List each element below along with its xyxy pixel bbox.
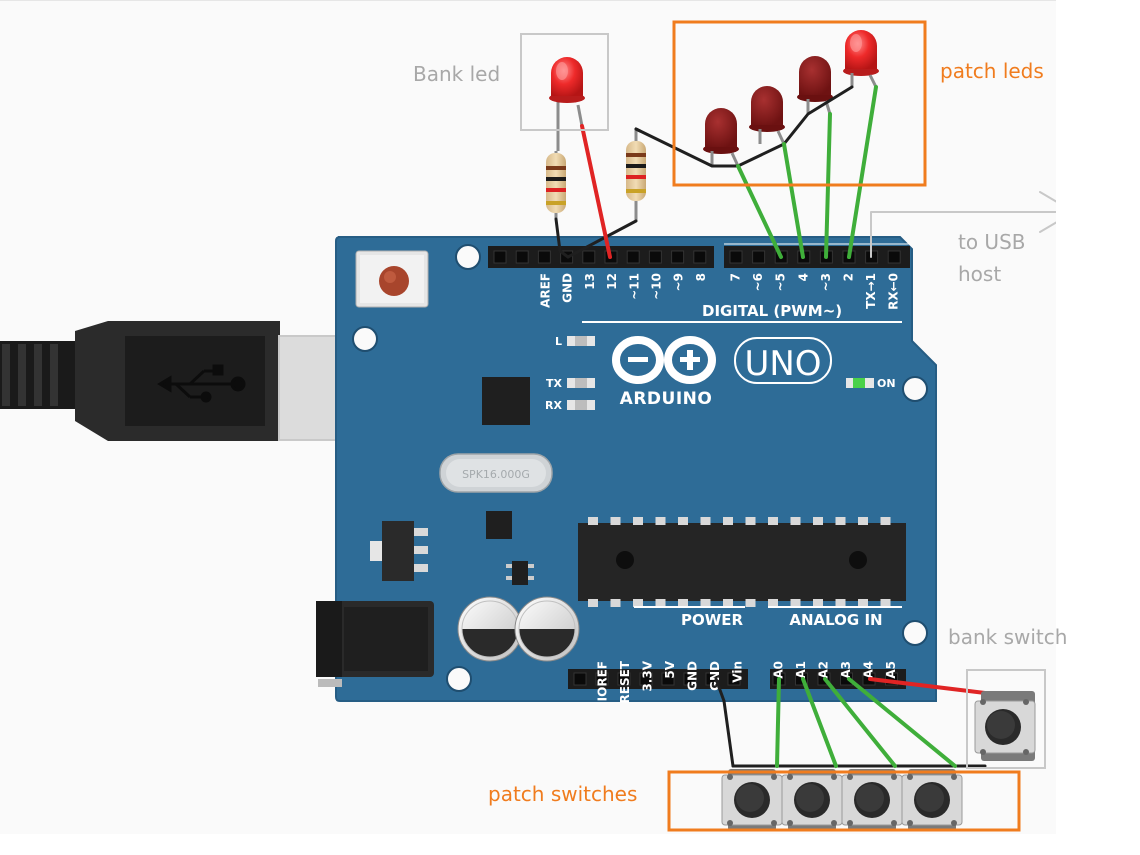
digital-pin-label: 13 [583,273,597,290]
capacitor [457,596,523,662]
digital-pin-label: GND [561,273,575,303]
led-label-rx: RX [545,399,562,412]
patch-led[interactable] [843,30,879,88]
onboard-leds: L TX RX ON [545,335,896,412]
patch-led[interactable] [797,56,833,115]
patch-leds-annotation: patch leds [940,59,1044,83]
mounting-hole [352,326,378,352]
voltage-regulator [370,521,428,581]
bank-switch-annotation: bank switch [948,625,1068,649]
digital-pin-label: 7 [729,273,743,281]
patch-led[interactable] [703,108,740,167]
small-chip [486,511,512,539]
analog-pin-label: A2 [817,661,831,679]
digital-pin-label: ~11 [627,273,641,300]
bank-led-box [520,33,609,131]
digital-pin-label: TX→1 [864,273,878,309]
reset-button[interactable] [355,250,429,308]
digital-pin-label: ~9 [672,273,686,291]
bank-led-annotation: Bank led [413,62,501,86]
infinity-logo-icon [612,336,716,384]
power-pin-label: 3.3V [641,660,655,691]
analog-pin-labels: A0 A1 A2 A3 A4 A5 [772,661,899,679]
crystal-oscillator: SPK16.000G [439,453,553,493]
transistor [506,561,534,585]
bank-switch[interactable] [974,691,1036,761]
diagram-canvas: SPK16.000G L TX RX [0,0,1075,832]
power-pin-label: GND [686,661,700,691]
patch-switches-annotation: patch switches [488,782,638,806]
usb-controller-chip [482,377,530,425]
digital-pin-label: 8 [694,273,708,281]
resistor [546,151,566,219]
patch-leds-box [672,20,927,187]
arduino-logo: ARDUINO UNO [612,336,832,409]
resistor [626,129,646,221]
to-usb-host-annotation-line2: host [958,262,1002,286]
analog-pin-label: A3 [839,661,853,679]
dc-power-jack [316,601,434,687]
power-header-label: POWER [681,611,744,629]
digital-pin-label: ~10 [650,273,664,300]
digital-pin-label: AREF [539,273,553,308]
bank-switch-box [966,669,1046,769]
usb-icon [157,364,246,403]
bank-led[interactable] [549,57,585,151]
capacitor [514,596,580,662]
power-pin-label: 5V [663,660,677,678]
analog-pin-label: A4 [862,661,876,679]
digital-pin-label: 4 [796,273,810,281]
atmega-chip [578,517,906,607]
analog-pin-label: A5 [884,661,898,679]
arduino-board: SPK16.000G L TX RX [316,236,937,703]
crystal-label: SPK16.000G [462,468,530,481]
patch-switch[interactable] [781,769,843,831]
patch-switches-box [667,770,1021,832]
model-label: UNO [744,344,821,384]
mounting-hole [455,244,481,270]
digital-pin-label: 12 [605,273,619,290]
power-pin-label: IOREF [596,661,610,701]
brand-label: ARDUINO [620,389,713,409]
led-label-l: L [555,335,562,348]
power-pin-label: RESET [618,660,632,703]
circuit-diagram: SPK16.000G L TX RX [0,20,1075,832]
mounting-hole [902,620,928,646]
power-header-strip [568,669,748,689]
patch-switch[interactable] [901,769,963,831]
power-pin-label: Vin [731,661,745,683]
patch-switch[interactable] [841,769,903,831]
digital-pin-label: ~6 [751,273,765,291]
digital-pin-label: 2 [842,273,856,281]
analog-header-label: ANALOG IN [789,611,882,629]
led-label-on: ON [877,377,896,390]
mounting-hole [446,666,472,692]
led-label-tx: TX [546,377,563,390]
digital-pin-label: RX←0 [887,273,901,310]
digital-pin-label: ~5 [774,273,788,291]
to-usb-host-annotation-line1: to USB [958,230,1026,254]
digital-pin-labels: AREF GND 13 12 ~11 ~10 ~9 8 7 ~6 ~5 4 ~3 2 TX→1 RX←0 [539,273,901,310]
analog-pin-label: A1 [794,661,808,679]
patch-led[interactable] [749,86,786,145]
digital-header-strip [488,246,910,268]
digital-pin-label: ~3 [819,273,833,291]
wires [554,85,1075,768]
patch-switch[interactable] [721,769,783,831]
mounting-hole [902,376,928,402]
digital-header-label: DIGITAL (PWM~) [702,302,842,320]
analog-pin-label: A0 [772,661,786,679]
